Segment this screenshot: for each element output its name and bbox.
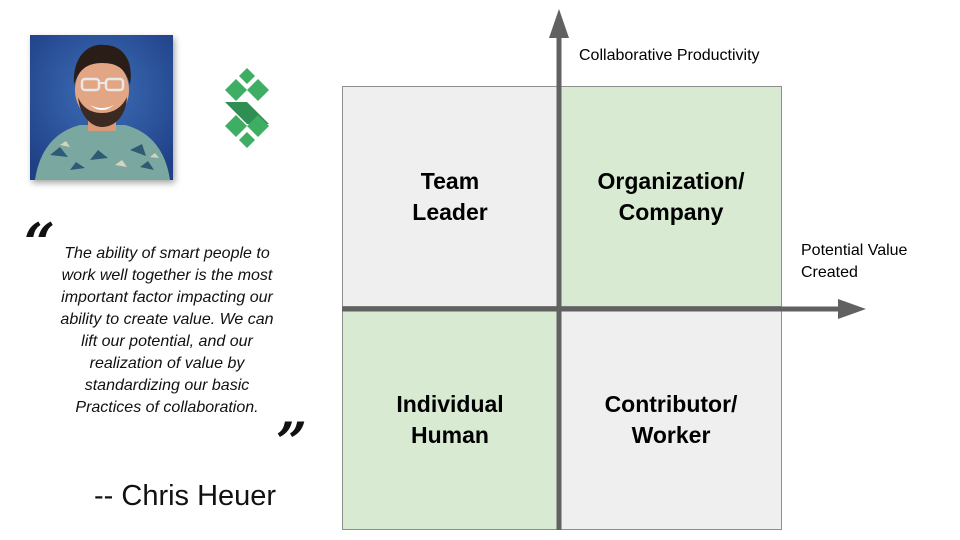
y-axis-arrowhead (549, 9, 569, 38)
x-axis-label: Potential Value Created (801, 242, 908, 281)
portrait-image (30, 35, 173, 180)
x-axis-arrowhead (838, 299, 866, 319)
quadrant-label-contributor-worker: Contributor/ Worker (604, 390, 738, 448)
quadrant-label-organization-company: Organization/ Company (597, 167, 745, 225)
y-axis-label: Collaborative Productivity (579, 47, 760, 64)
quadrant-label-team-leader: Team Leader (412, 167, 488, 225)
quadrant-top-right: Organization/ Company (560, 86, 782, 307)
quadrant-bottom-right: Contributor/ Worker (560, 309, 782, 530)
quote-attribution: -- Chris Heuer (94, 480, 277, 512)
quadrant-top-left: Team Leader (342, 86, 558, 307)
close-quote-mark: ” (276, 410, 308, 474)
open-quote-mark: “ (24, 211, 56, 275)
portrait-photo (30, 35, 173, 180)
quote-text: The ability of smart people to work well… (60, 245, 274, 416)
green-diamond-logo (218, 66, 276, 150)
quadrant-bottom-left: Individual Human (342, 309, 558, 530)
quadrant-label-individual-human: Individual Human (396, 390, 504, 448)
